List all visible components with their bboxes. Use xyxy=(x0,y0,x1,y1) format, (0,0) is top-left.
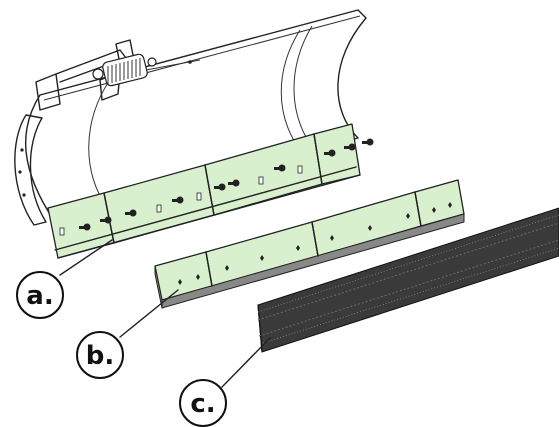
callout-a: a. xyxy=(16,239,113,319)
callout-a-label: a. xyxy=(26,281,53,311)
cutting-edge-plates xyxy=(47,123,374,259)
spring-assembly xyxy=(92,53,157,87)
brush-strip xyxy=(257,207,559,353)
callout-b: b. xyxy=(76,289,179,379)
callout-b-label: b. xyxy=(86,341,115,371)
callout-c-label: c. xyxy=(190,389,215,419)
plow-moldboard xyxy=(14,9,367,226)
mounting-bolts xyxy=(79,138,374,231)
callout-c: c. xyxy=(179,337,271,427)
wear-strip xyxy=(154,179,465,309)
